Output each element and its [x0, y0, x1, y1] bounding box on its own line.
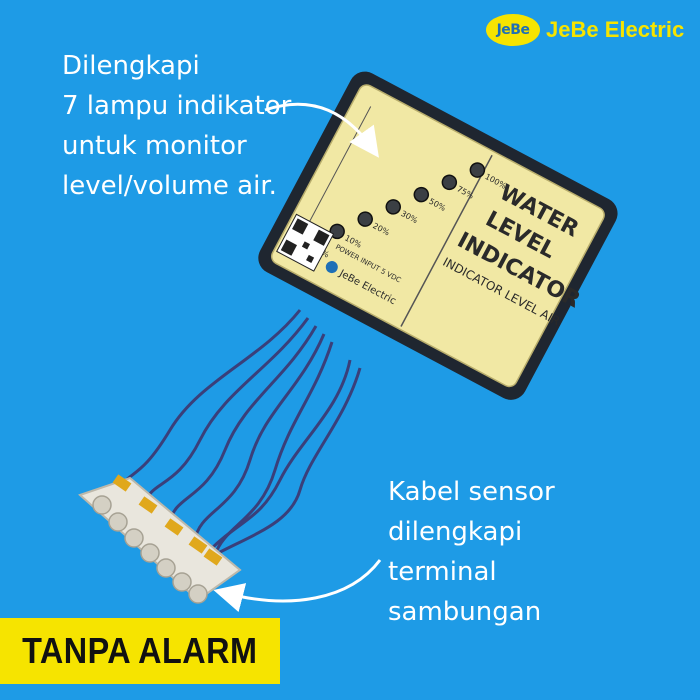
callout-bottom-line: sambungan [388, 597, 542, 627]
brand-logo: JeBe JeBe Electric [486, 14, 684, 46]
callout-top-line: level/volume air. [62, 171, 277, 201]
brand-badge: JeBe [486, 14, 540, 46]
brand-name: JeBe Electric [546, 17, 685, 42]
device-case: 5%10%20%30%50%75%100% WATER LEVEL INDICA… [258, 71, 618, 400]
callout-top-line: 7 lampu indikator [62, 91, 292, 121]
callout-bottom-line: Kabel sensor [388, 477, 555, 507]
qr-code [276, 213, 335, 272]
no-alarm-banner: TANPA ALARM [0, 618, 280, 684]
led-indicator-light [469, 162, 486, 178]
maker-logo-icon [325, 261, 338, 274]
banner-text: TANPA ALARM [22, 630, 258, 671]
callout-top: Dilengkapi 7 lampu indikator untuk monit… [62, 46, 291, 206]
sensor-wires [116, 309, 362, 562]
device-panel [270, 84, 605, 388]
terminal-block [78, 474, 242, 604]
led-indicator-light [357, 211, 373, 227]
led-indicator-light [329, 223, 345, 240]
callout-top-line: Dilengkapi [62, 51, 200, 81]
led-indicator-light [413, 186, 430, 203]
led-indicator-light [385, 199, 402, 215]
callout-bottom-line: terminal [388, 557, 497, 587]
callout-bottom-line: dilengkapi [388, 517, 523, 547]
callout-bottom: Kabel sensor dilengkapi terminal sambung… [388, 472, 555, 632]
led-indicator-light [441, 174, 458, 191]
callout-top-line: untuk monitor [62, 131, 247, 161]
